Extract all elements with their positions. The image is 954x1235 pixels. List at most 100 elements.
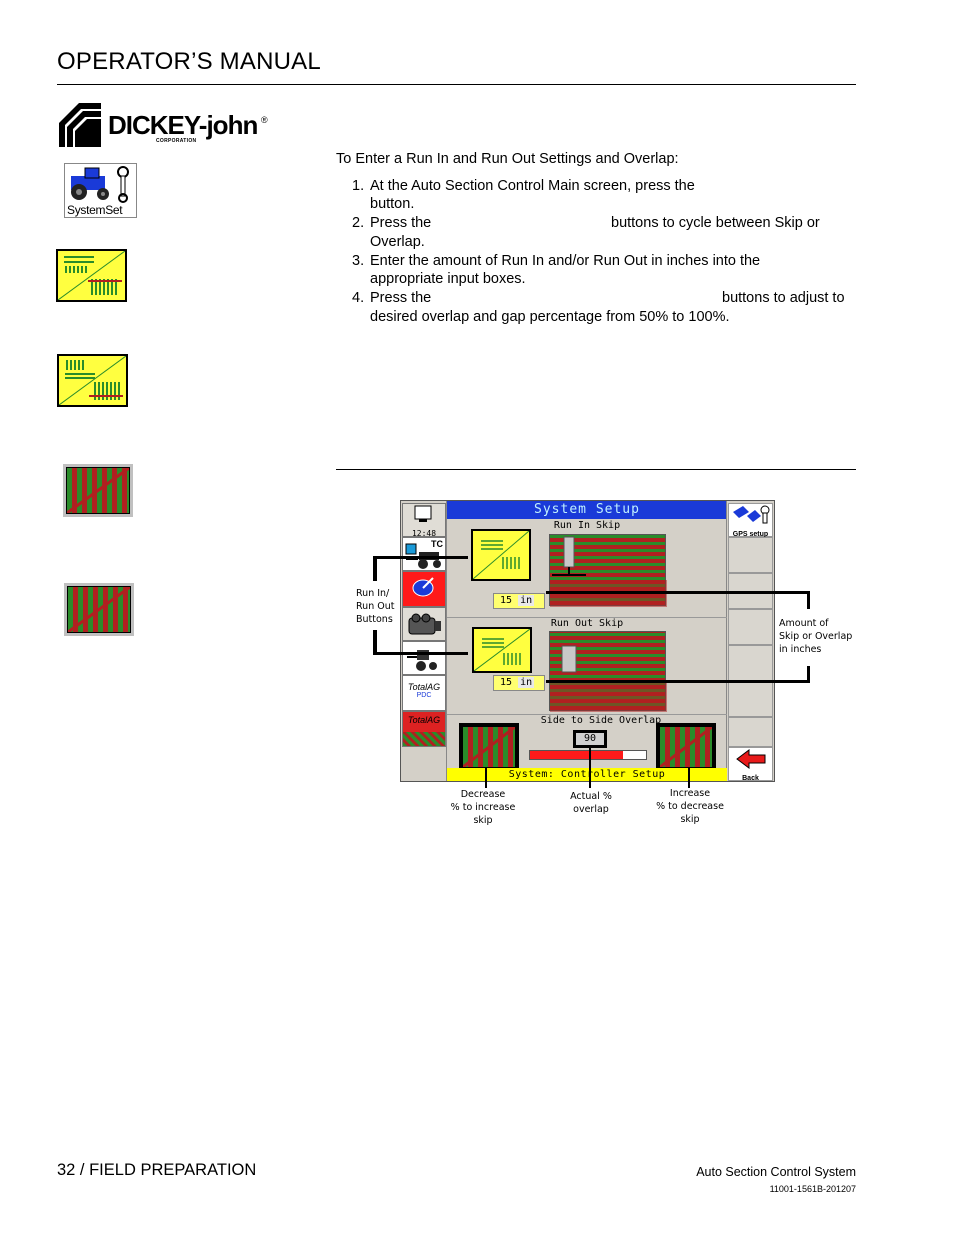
- header-rule: [57, 84, 856, 85]
- callout-actual: Actual % overlap: [556, 790, 626, 816]
- callout-line: Decrease: [460, 789, 506, 800]
- page-header-title: OPERATOR’S MANUAL: [57, 48, 321, 75]
- totalag-pdc-button[interactable]: TotalAG PDC: [402, 675, 446, 711]
- step-text: desired overlap and gap percentage from …: [370, 309, 730, 325]
- section-separator: [447, 617, 727, 618]
- leader-line: [807, 591, 810, 609]
- tractor-button[interactable]: [402, 641, 446, 675]
- step-number: 4.: [352, 290, 365, 306]
- dickey-john-logo-icon: [59, 103, 101, 147]
- callout-line: % to decrease: [656, 801, 724, 812]
- callout-increase: Increase % to decrease skip: [650, 787, 730, 826]
- logo-registered-mark: ®: [261, 115, 268, 125]
- left-rail: 12:48 TC: [401, 501, 447, 781]
- satellite-dish-icon: [412, 577, 434, 597]
- footer-doc-code: 11001-1561B-201207: [769, 1184, 856, 1194]
- leader-line: [589, 748, 591, 788]
- decrease-diagonal-icon: [66, 466, 130, 515]
- leader-line: [373, 630, 377, 655]
- logo-wordmark: DICKEY-john: [108, 110, 258, 140]
- leader-line: [485, 768, 487, 788]
- gps-setup-label: GPS setup: [732, 531, 769, 538]
- run-in-unit: in: [518, 595, 535, 606]
- leader-line: [373, 556, 377, 581]
- run-out-input[interactable]: 15 in: [493, 675, 545, 691]
- footer-product: Auto Section Control System: [696, 1165, 856, 1179]
- leader-line: [373, 556, 468, 559]
- tc-button[interactable]: TC: [402, 537, 446, 571]
- callout-line: Amount of: [779, 618, 829, 629]
- gps-setup-icon: [733, 505, 770, 524]
- callout-line: % to increase: [450, 802, 516, 813]
- callout-line: skip: [680, 814, 700, 825]
- run-in-field-image: [549, 534, 667, 607]
- run-out-value: 15: [500, 677, 513, 688]
- back-label: Back: [742, 775, 759, 782]
- decrease-diagonal-icon: [462, 725, 516, 769]
- camera-button[interactable]: [402, 607, 446, 641]
- brand-totalag-red: TotalAG: [407, 715, 441, 725]
- decrease-overlap-button[interactable]: [459, 723, 519, 771]
- clock-button[interactable]: 12:48: [402, 503, 446, 538]
- brand-pdc: PDC: [416, 692, 432, 699]
- overlap-diagram-icon: [57, 250, 126, 301]
- callout-line: Actual %: [570, 791, 612, 802]
- callout-line: Run In/: [356, 588, 390, 599]
- leader-line: [688, 768, 690, 788]
- right-rail-blank-4[interactable]: [728, 645, 773, 681]
- callout-line: overlap: [573, 804, 609, 815]
- run-out-field-image: [549, 631, 667, 712]
- step-text: button.: [370, 196, 415, 212]
- overlap-progress-fill: [530, 751, 623, 759]
- step-text: Press the: [370, 290, 432, 306]
- run-in-skip-icon: [57, 354, 128, 407]
- decrease-overlap-icon: [63, 464, 133, 517]
- totalag-red-button[interactable]: TotalAG: [402, 711, 446, 747]
- callout-line: Buttons: [356, 614, 393, 625]
- section-separator: [447, 714, 727, 715]
- clock-text: 12:48: [411, 529, 437, 538]
- callout-line: Run Out: [356, 601, 395, 612]
- increase-diagonal-icon: [67, 585, 131, 634]
- run-in-label: Run In Skip: [553, 520, 621, 531]
- back-button[interactable]: Back: [728, 747, 773, 781]
- system-setup-screen: 12:48 TC: [400, 500, 775, 782]
- callout-line: in inches: [779, 644, 822, 655]
- increase-overlap-button[interactable]: [656, 723, 716, 771]
- tc-label: TC: [431, 539, 443, 549]
- right-rail-blank-6[interactable]: [728, 717, 773, 747]
- logo-corporation: CORPORATION: [156, 138, 197, 144]
- camera-icon: [408, 613, 441, 635]
- planter-icon: [550, 536, 667, 607]
- footer-section: 32 / FIELD PREPARATION: [57, 1161, 257, 1179]
- run-out-overlap-icon: [473, 628, 531, 672]
- right-rail: GPS setup Back: [726, 501, 774, 781]
- run-in-value: 15: [500, 595, 513, 606]
- gps-rail-button[interactable]: [402, 571, 446, 607]
- step-text: buttons to adjust to: [722, 290, 845, 306]
- leader-line: [546, 591, 810, 594]
- step-number: 1.: [352, 178, 365, 194]
- increase-diagonal-icon: [659, 725, 713, 769]
- run-out-unit: in: [518, 677, 535, 688]
- system-setup-button-icon: SystemSet: [64, 163, 137, 218]
- back-arrow-icon: [736, 749, 766, 769]
- callout-run-buttons: Run In/ Run Out Buttons: [356, 587, 394, 626]
- right-rail-blank-5[interactable]: [728, 681, 773, 717]
- callout-line: Skip or Overlap: [779, 631, 853, 642]
- run-in-toggle-button[interactable]: [471, 529, 531, 581]
- callout-line: skip: [473, 815, 493, 826]
- right-rail-blank-1[interactable]: [728, 537, 773, 573]
- step-text: appropriate input boxes.: [370, 271, 526, 287]
- run-out-toggle-button[interactable]: [472, 627, 532, 673]
- increase-overlap-icon: [64, 583, 134, 636]
- instructions-intro: To Enter a Run In and Run Out Settings a…: [336, 151, 679, 167]
- right-rail-blank-3[interactable]: [728, 609, 773, 645]
- leader-line: [373, 652, 468, 655]
- overlap-value: 90: [573, 730, 607, 748]
- monitor-icon: [414, 505, 432, 522]
- status-bar: System: Controller Setup: [447, 768, 727, 781]
- gps-setup-button[interactable]: GPS setup: [728, 503, 773, 538]
- run-in-input[interactable]: 15 in: [493, 593, 545, 609]
- step-text: buttons to cycle between Skip or: [611, 215, 820, 231]
